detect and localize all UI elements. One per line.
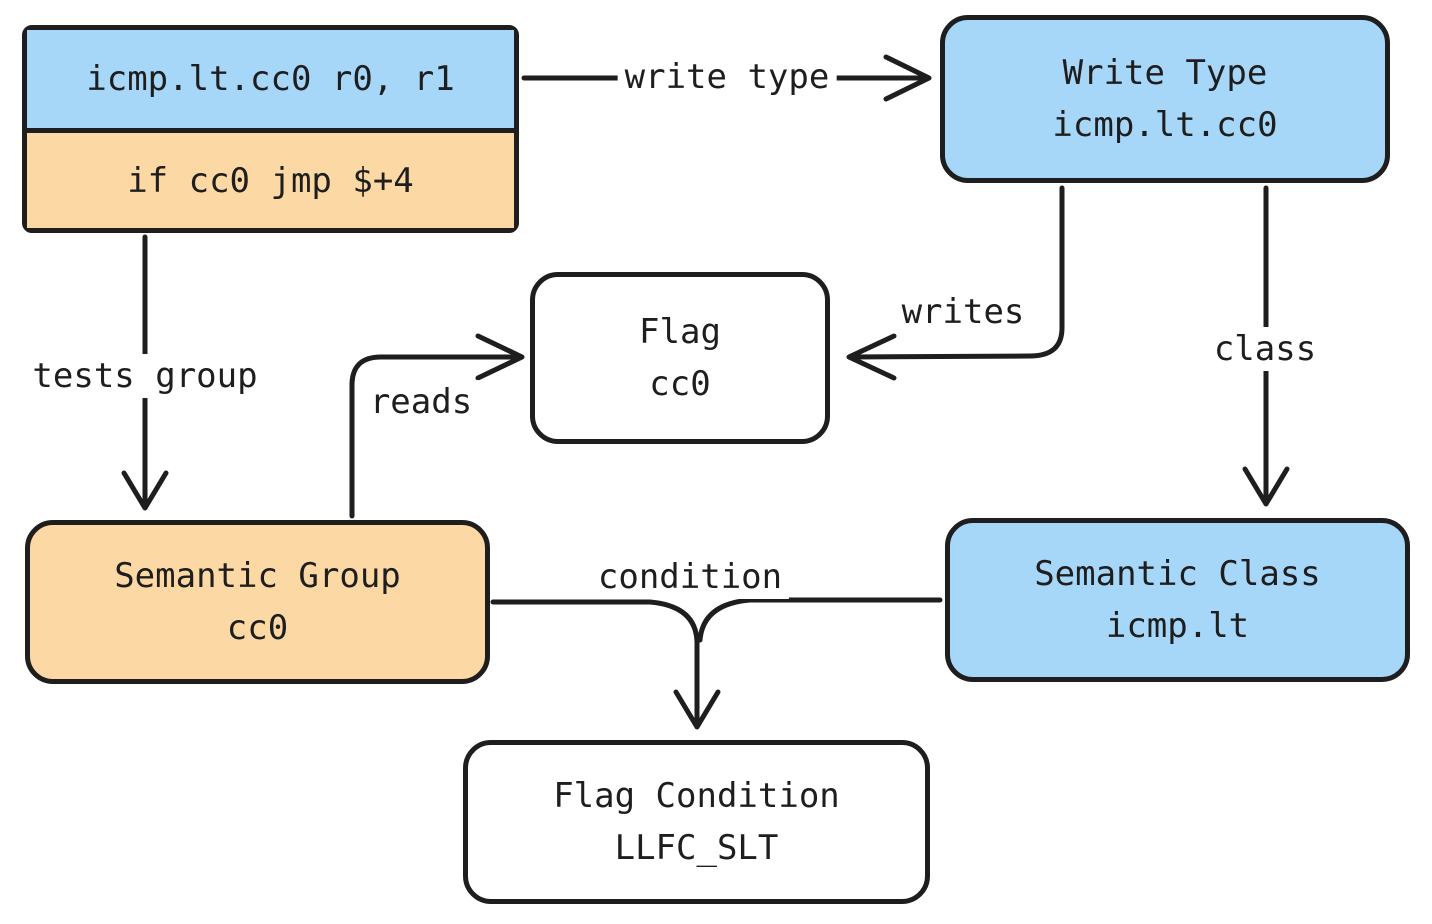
instruction-branch-row: if cc0 jmp $+4 bbox=[27, 133, 514, 228]
flag-node: Flag cc0 bbox=[530, 272, 830, 444]
write-type-subtitle: icmp.lt.cc0 bbox=[1052, 105, 1278, 145]
write-type-node: Write Type icmp.lt.cc0 bbox=[940, 15, 1390, 183]
flag-condition-title: Flag Condition bbox=[553, 776, 840, 816]
instruction-branch-text: if cc0 jmp $+4 bbox=[127, 160, 414, 201]
flag-condition-node: Flag Condition LLFC_SLT bbox=[463, 740, 930, 904]
semantic-group-title: Semantic Group bbox=[114, 556, 401, 596]
condition-arrow bbox=[490, 597, 943, 730]
write-type-edge-label: write type bbox=[617, 55, 837, 99]
write-type-title: Write Type bbox=[1062, 53, 1268, 93]
condition-edge-label: condition bbox=[590, 555, 790, 599]
semantic-group-subtitle: cc0 bbox=[226, 608, 289, 648]
tests-group-edge-label: tests group bbox=[25, 354, 265, 398]
writes-edge-label: writes bbox=[894, 290, 1032, 334]
writes-arrow bbox=[846, 185, 1065, 381]
instruction-compare-text: icmp.lt.cc0 r0, r1 bbox=[86, 59, 455, 99]
flag-subtitle: cc0 bbox=[649, 364, 711, 404]
instruction-compare-row: icmp.lt.cc0 r0, r1 bbox=[27, 30, 514, 133]
reads-arrow bbox=[349, 333, 525, 519]
semantic-class-title: Semantic Class bbox=[1034, 554, 1321, 594]
reads-edge-label: reads bbox=[362, 380, 480, 424]
flag-title: Flag bbox=[639, 312, 721, 352]
semantic-class-node: Semantic Class icmp.lt bbox=[945, 518, 1410, 682]
class-edge-label: class bbox=[1206, 327, 1324, 371]
semantic-class-subtitle: icmp.lt bbox=[1105, 606, 1250, 646]
semantic-group-node: Semantic Group cc0 bbox=[25, 520, 490, 684]
instruction-node: icmp.lt.cc0 r0, r1 if cc0 jmp $+4 bbox=[22, 25, 519, 233]
flag-condition-subtitle: LLFC_SLT bbox=[614, 828, 779, 868]
